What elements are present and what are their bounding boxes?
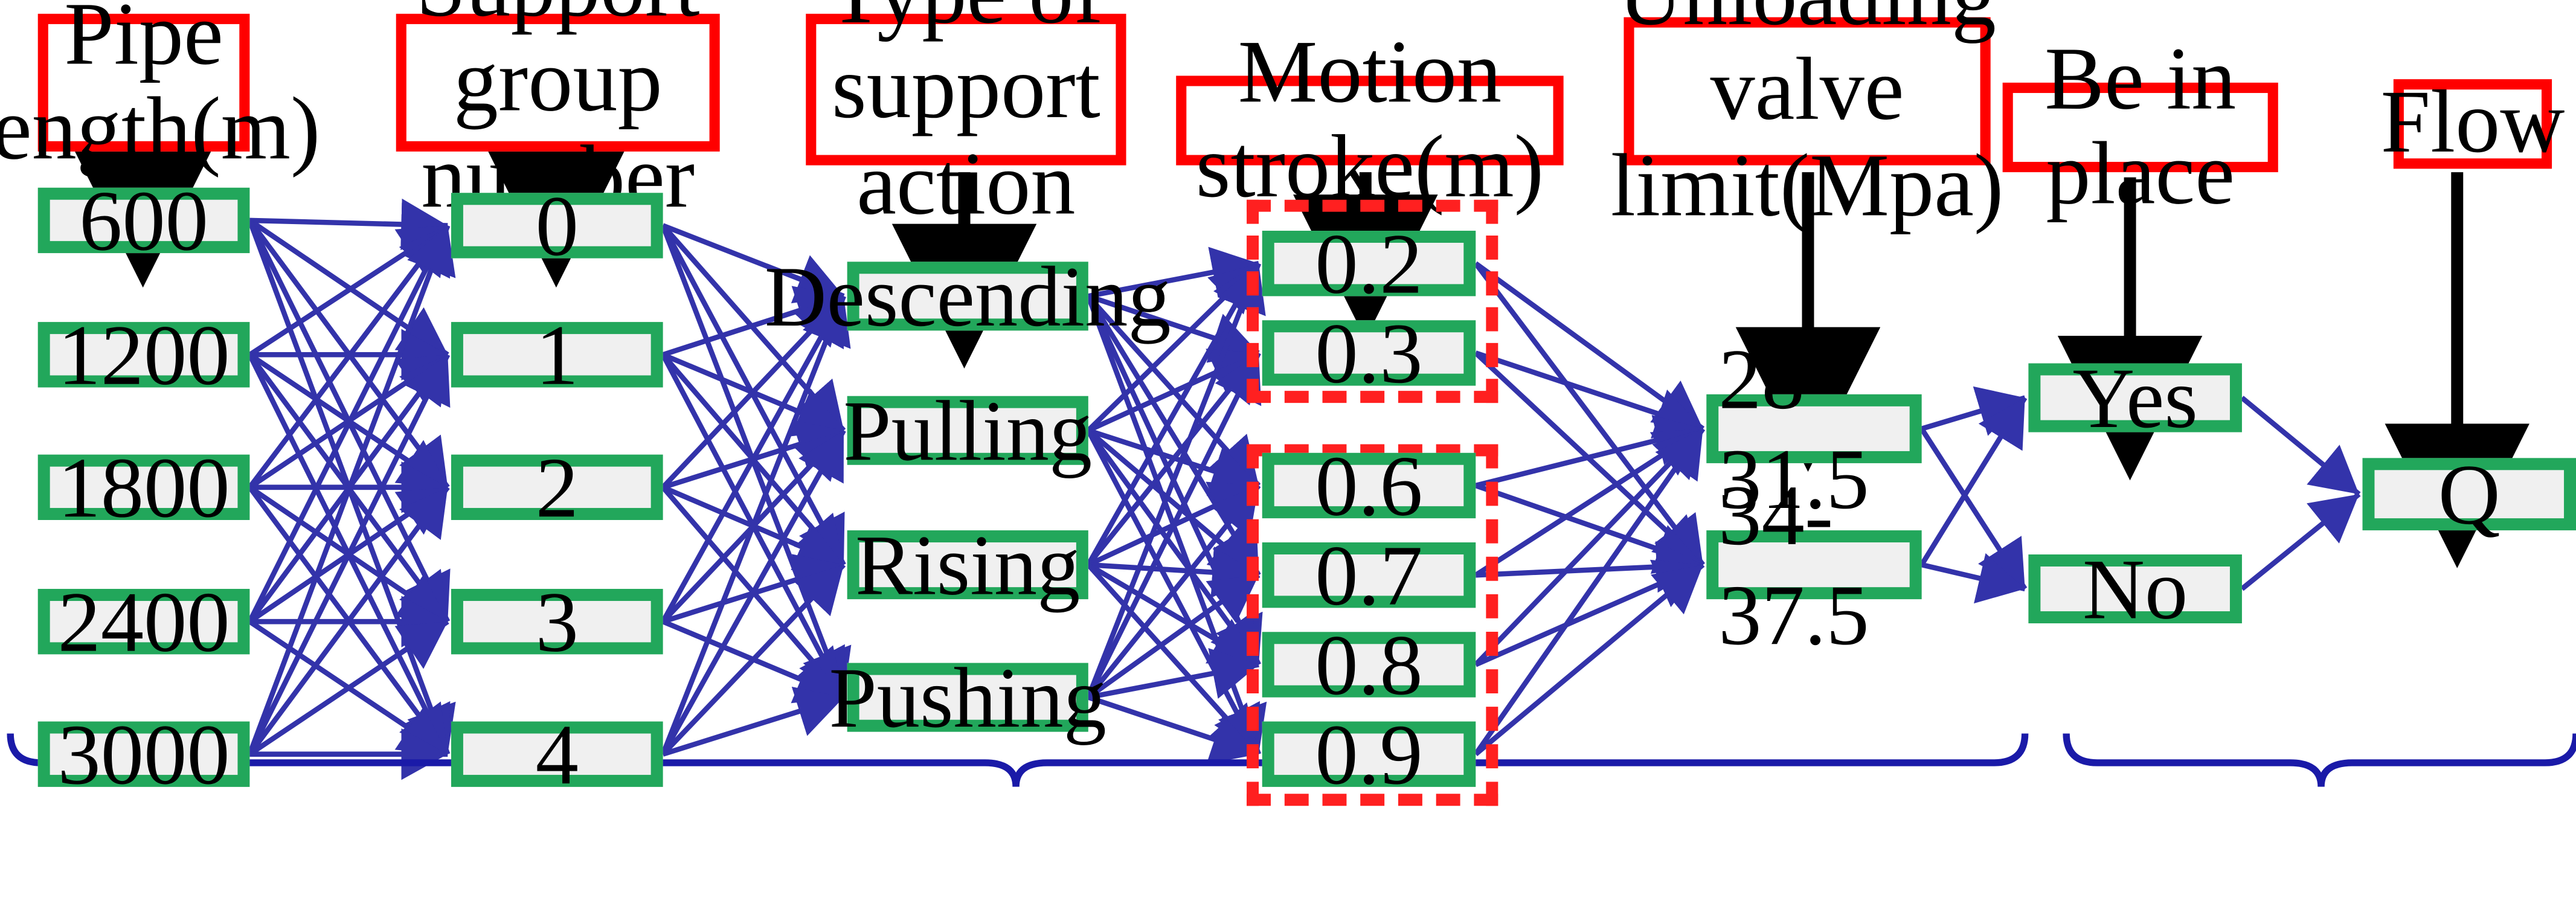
node-support-action-3[interactable]: Pushing bbox=[829, 649, 1107, 746]
header-unloading-valve: Unloading valve limit(Mpa) bbox=[1611, 0, 2004, 234]
node-support-group-1[interactable]: 1 bbox=[451, 306, 663, 403]
node-flow-output[interactable]: Q bbox=[2362, 446, 2576, 542]
node-motion-stroke-3[interactable]: 0.7 bbox=[1262, 527, 1476, 623]
header-label: Type of support action bbox=[829, 0, 1103, 234]
header-label: Pipe length(m) bbox=[0, 0, 321, 179]
node-label: Q bbox=[2438, 446, 2501, 543]
node-pipe-length-4[interactable]: 3000 bbox=[37, 706, 250, 803]
node-label: Pulling bbox=[843, 382, 1093, 479]
node-pipe-length-0[interactable]: 600 bbox=[37, 172, 250, 269]
node-label: 0.8 bbox=[1315, 616, 1423, 713]
node-label: 0.7 bbox=[1315, 527, 1423, 624]
node-label: 0.9 bbox=[1315, 705, 1423, 803]
header-label: Unloading valve limit(Mpa) bbox=[1610, 0, 2004, 236]
node-motion-stroke-1[interactable]: 0.3 bbox=[1262, 305, 1476, 401]
node-label: 0 bbox=[535, 177, 579, 274]
node-label: 1200 bbox=[57, 306, 230, 403]
node-be-in-place-0[interactable]: Yes bbox=[2028, 350, 2242, 446]
node-pipe-length-1[interactable]: 1200 bbox=[37, 306, 250, 403]
node-motion-stroke-4[interactable]: 0.8 bbox=[1262, 617, 1476, 713]
node-support-action-2[interactable]: Rising bbox=[847, 516, 1088, 613]
node-support-group-3[interactable]: 3 bbox=[451, 573, 663, 670]
node-support-group-2[interactable]: 2 bbox=[451, 439, 663, 536]
header-motion-stroke: Motion stroke(m) bbox=[1176, 25, 1564, 216]
header-label: Flow bbox=[2380, 74, 2565, 173]
node-label: 0.3 bbox=[1315, 304, 1423, 402]
node-support-group-4[interactable]: 4 bbox=[451, 706, 663, 803]
node-motion-stroke-2[interactable]: 0.6 bbox=[1262, 437, 1476, 534]
node-pipe-length-3[interactable]: 2400 bbox=[37, 573, 250, 670]
node-motion-stroke-0[interactable]: 0.2 bbox=[1262, 215, 1476, 312]
header-label: Motion stroke(m) bbox=[1195, 24, 1544, 217]
node-label: 3 bbox=[535, 573, 579, 670]
node-label: 1800 bbox=[57, 438, 230, 536]
node-label: 0.2 bbox=[1315, 215, 1423, 312]
header-support-action: Type of support action bbox=[806, 0, 1126, 232]
node-label: 2400 bbox=[57, 573, 230, 670]
node-support-group-0[interactable]: 0 bbox=[451, 178, 663, 274]
node-support-action-0[interactable]: Descending bbox=[765, 248, 1171, 345]
node-support-action-1[interactable]: Pulling bbox=[843, 382, 1092, 479]
header-support-group: Support group number bbox=[396, 0, 720, 225]
node-label: Yes bbox=[2072, 349, 2198, 446]
node-label: No bbox=[2083, 541, 2188, 637]
node-unloading-valve-0[interactable]: 28-31.5 bbox=[1706, 330, 1922, 527]
node-label: Descending bbox=[764, 248, 1171, 345]
node-pipe-length-2[interactable]: 1800 bbox=[37, 439, 250, 536]
node-label: 0.6 bbox=[1315, 437, 1423, 534]
header-label: Be in place bbox=[2044, 31, 2237, 224]
node-label: 28-31.5 bbox=[1718, 330, 1869, 527]
node-label: 4 bbox=[535, 705, 579, 803]
dashed-group-stroke-high bbox=[1247, 444, 1498, 806]
node-label: 1 bbox=[535, 306, 579, 403]
node-motion-stroke-5[interactable]: 0.9 bbox=[1262, 706, 1476, 803]
node-label: 3000 bbox=[57, 705, 230, 803]
node-label: Rising bbox=[855, 516, 1081, 613]
node-label: 2 bbox=[535, 438, 579, 536]
node-be-in-place-1[interactable]: No bbox=[2028, 541, 2242, 637]
node-unloading-valve-1[interactable]: 34-37.5 bbox=[1706, 467, 1922, 663]
header-pipe-length: Pipe length(m) bbox=[0, 0, 320, 178]
dashed-group-stroke-low bbox=[1247, 199, 1498, 403]
node-label: 600 bbox=[79, 172, 208, 269]
header-be-in-place: Be in place bbox=[2002, 33, 2278, 222]
node-label: Pushing bbox=[829, 649, 1107, 746]
header-flow: Flow bbox=[2381, 76, 2565, 171]
bracket-path bbox=[2063, 733, 2576, 787]
node-label: 34-37.5 bbox=[1718, 466, 1869, 663]
